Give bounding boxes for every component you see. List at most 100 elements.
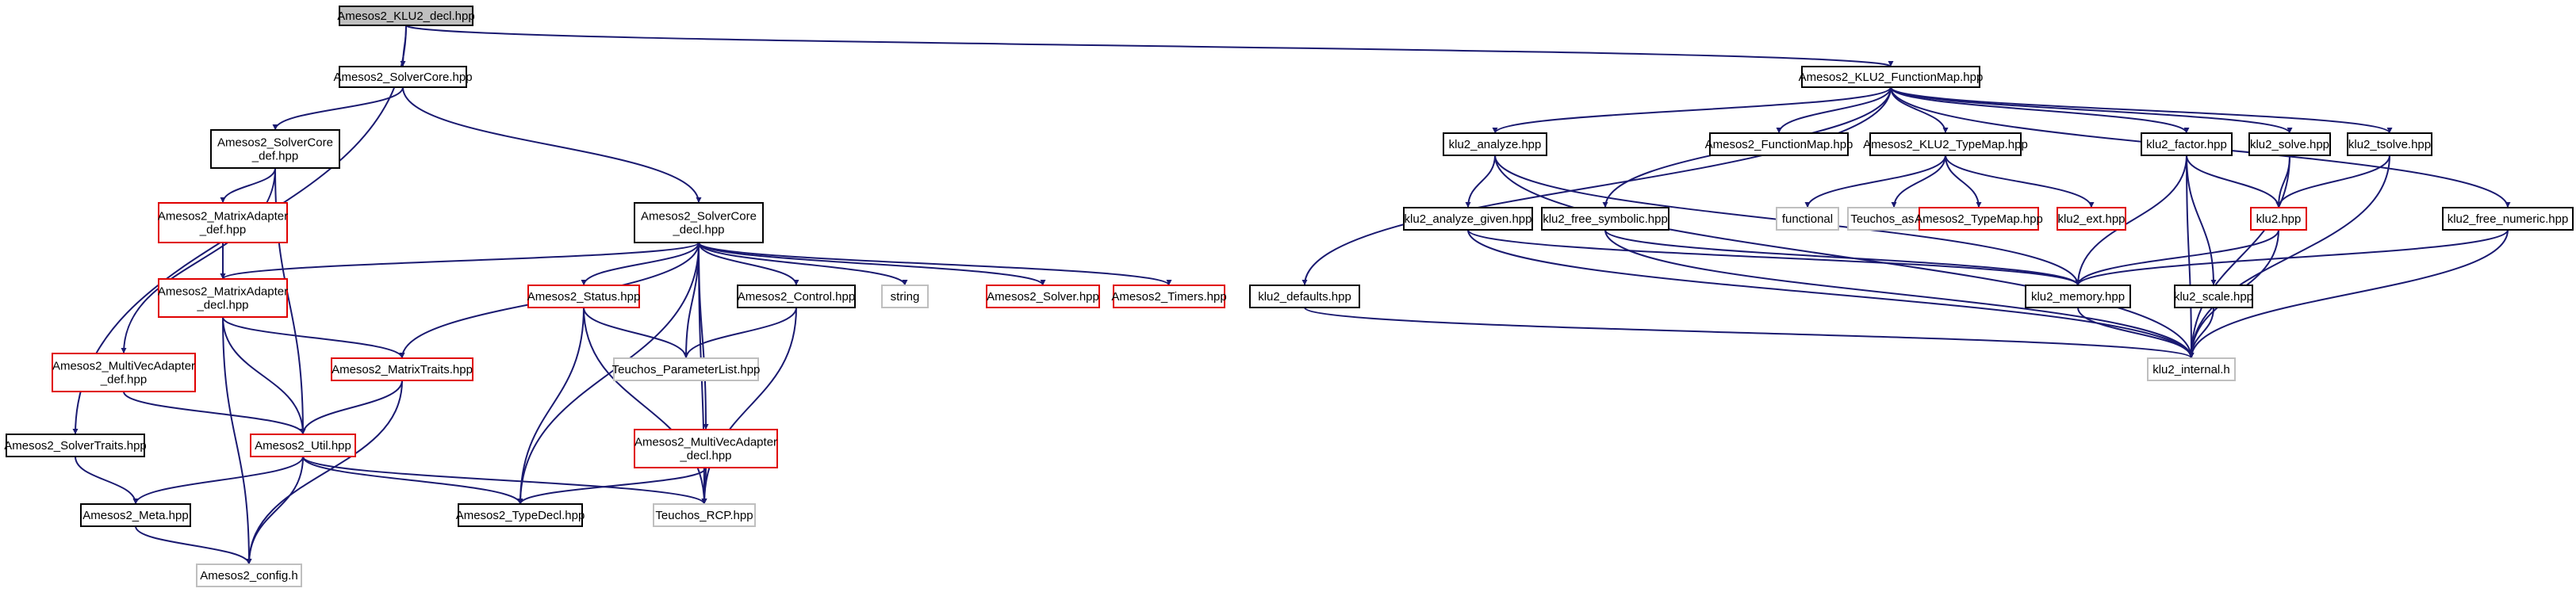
node-box: [653, 503, 756, 527]
node-box: [196, 564, 302, 587]
edge-multivec-def-to-util: [123, 391, 306, 435]
node-klu2-free-numeric[interactable]: klu2_free_numeric.hpp: [2442, 207, 2574, 231]
edge-klu2-solve-to-klu2-internal: [2188, 155, 2290, 359]
node-klu2-factor[interactable]: klu2_factor.hpp: [2141, 132, 2233, 156]
node-klu2-analyze-given[interactable]: klu2_analyze_given.hpp: [1403, 207, 1533, 231]
node-multivec-decl[interactable]: Amesos2_MultiVecAdapter_decl.hpp: [634, 429, 778, 468]
edge-klu2-analyze-to-klu2-internal: [1494, 155, 2195, 359]
node-label: klu2_ext.hpp: [2057, 212, 2125, 226]
node-label: klu2_tsolve.hpp: [2348, 138, 2431, 151]
node-label: functional: [1782, 212, 1833, 226]
node-box: [339, 66, 467, 88]
node-matrixadapter-def[interactable]: Amesos2_MatrixAdapter_def.hpp: [158, 202, 288, 243]
edge-util-to-typedecl: [302, 456, 523, 505]
node-box: [881, 285, 929, 308]
node-klu2-solve[interactable]: klu2_solve.hpp: [2248, 132, 2331, 156]
node-label: _decl.hpp: [672, 224, 724, 237]
node-label: _def.hpp: [251, 150, 298, 163]
node-solvercore[interactable]: Amesos2_SolverCore.hpp: [333, 66, 473, 88]
edge-util-to-meta: [132, 456, 304, 505]
node-box: [613, 357, 759, 381]
node-rcp[interactable]: Teuchos_RCP.hpp: [653, 503, 756, 527]
node-solvercore-decl[interactable]: Amesos2_SolverCore_decl.hpp: [634, 202, 764, 243]
node-box: [2248, 132, 2331, 156]
node-box: [339, 6, 473, 26]
node-klu2-memory[interactable]: klu2_memory.hpp: [2025, 285, 2131, 308]
edge-matrixtraits-to-util: [300, 380, 403, 435]
node-typemap-klu[interactable]: Amesos2_KLU2_TypeMap.hpp: [1863, 132, 2028, 156]
node-timers[interactable]: Amesos2_Timers.hpp: [1111, 285, 1227, 308]
edge-matrixadapter-decl-to-config: [222, 316, 252, 565]
node-meta[interactable]: Amesos2_Meta.hpp: [80, 503, 191, 527]
node-label: Amesos2_SolverCore: [217, 136, 333, 150]
node-box: [2147, 357, 2236, 381]
node-label: Amesos2_SolverCore: [641, 210, 757, 224]
node-label: Amesos2_SolverTraits.hpp: [4, 439, 147, 453]
node-root[interactable]: Amesos2_KLU2_decl.hpp: [337, 6, 475, 26]
node-matrixtraits[interactable]: Amesos2_MatrixTraits.hpp: [331, 357, 473, 381]
edge-klu2-solve-to-klu2-hpp: [2275, 155, 2290, 208]
node-functionmap[interactable]: Amesos2_FunctionMap.hpp: [1705, 132, 1853, 156]
edge-klu2-free-numeric-to-klu2-memory: [2075, 229, 2509, 286]
node-string[interactable]: string: [881, 285, 929, 308]
node-status[interactable]: Amesos2_Status.hpp: [527, 285, 641, 308]
node-klu2-scale[interactable]: klu2_scale.hpp: [2174, 285, 2253, 308]
edge-klu2-scale-to-klu2-internal: [2188, 307, 2214, 359]
edge-control-to-paramlist: [683, 307, 797, 359]
node-box: [158, 278, 288, 318]
node-klu2-defaults[interactable]: klu2_defaults.hpp: [1249, 285, 1360, 308]
node-label: Amesos2_Meta.hpp: [82, 509, 188, 522]
edge-klu2-defaults-to-klu2-internal: [1304, 307, 2195, 359]
edge-solvercore-decl-to-string: [698, 242, 908, 286]
node-label: klu2.hpp: [2256, 212, 2302, 226]
node-box: [1403, 207, 1533, 231]
node-klu2-ext[interactable]: klu2_ext.hpp: [2057, 207, 2126, 231]
node-solvertraits[interactable]: Amesos2_SolverTraits.hpp: [4, 434, 147, 457]
node-label: klu2_factor.hpp: [2146, 138, 2227, 151]
node-klu2-internal[interactable]: klu2_internal.h: [2147, 357, 2236, 381]
node-config[interactable]: Amesos2_config.h: [196, 564, 302, 587]
edge-typemap-klu-to-typemap: [1945, 155, 1982, 208]
edge-typemap-klu-to-klu2-ext: [1945, 155, 2095, 208]
node-klu2-hpp[interactable]: klu2.hpp: [2250, 207, 2307, 231]
node-functionmap-klu[interactable]: Amesos2_KLU2_FunctionMap.hpp: [1799, 66, 1984, 88]
node-box: [986, 285, 1100, 308]
node-functional[interactable]: functional: [1776, 207, 1839, 231]
node-label: klu2_solve.hpp: [2250, 138, 2329, 151]
node-box: [737, 285, 856, 308]
node-box: [527, 285, 640, 308]
node-multivec-def[interactable]: Amesos2_MultiVecAdapter_def.hpp: [52, 353, 196, 392]
node-klu2-free-symbolic[interactable]: klu2_free_symbolic.hpp: [1541, 207, 1669, 231]
node-klu2-analyze[interactable]: klu2_analyze.hpp: [1443, 132, 1547, 156]
node-box: [2250, 207, 2307, 231]
edge-klu2-free-symbolic-to-klu2-memory: [1604, 229, 2081, 286]
node-solver[interactable]: Amesos2_Solver.hpp: [986, 285, 1100, 308]
node-label: Amesos2_Control.hpp: [738, 290, 855, 304]
node-box: [52, 353, 196, 392]
node-util[interactable]: Amesos2_Util.hpp: [250, 434, 356, 457]
node-paramlist[interactable]: Teuchos_ParameterList.hpp: [612, 357, 761, 381]
edge-typemap-klu-to-functional: [1804, 155, 1946, 208]
node-box: [2057, 207, 2126, 231]
node-klu2-tsolve[interactable]: klu2_tsolve.hpp: [2347, 132, 2432, 156]
node-typedecl[interactable]: Amesos2_TypeDecl.hpp: [456, 503, 585, 527]
node-box: [1709, 132, 1849, 156]
edge-status-to-rcp: [583, 307, 707, 505]
node-box: [2442, 207, 2574, 231]
node-typemap[interactable]: Amesos2_TypeMap.hpp: [1915, 207, 2043, 231]
node-label: Amesos2_Util.hpp: [255, 439, 351, 453]
node-label: Amesos2_FunctionMap.hpp: [1705, 138, 1853, 151]
node-matrixadapter-decl[interactable]: Amesos2_MatrixAdapter_decl.hpp: [158, 278, 288, 318]
edge-klu2-factor-to-klu2-memory: [2075, 155, 2187, 286]
edge-matrixtraits-to-config: [246, 380, 403, 565]
edge-functionmap-klu-to-klu2-solve: [1890, 86, 2293, 134]
node-solvercore-def[interactable]: Amesos2_SolverCore_def.hpp: [210, 129, 340, 169]
node-label: _decl.hpp: [196, 299, 248, 312]
edge-status-to-paramlist: [583, 307, 689, 359]
node-box: [1443, 132, 1547, 156]
edge-klu2-factor-to-klu2-scale: [2186, 155, 2217, 286]
node-label: klu2_memory.hpp: [2031, 290, 2125, 304]
node-box: [2025, 285, 2131, 308]
node-box: [158, 202, 288, 243]
node-control[interactable]: Amesos2_Control.hpp: [737, 285, 856, 308]
